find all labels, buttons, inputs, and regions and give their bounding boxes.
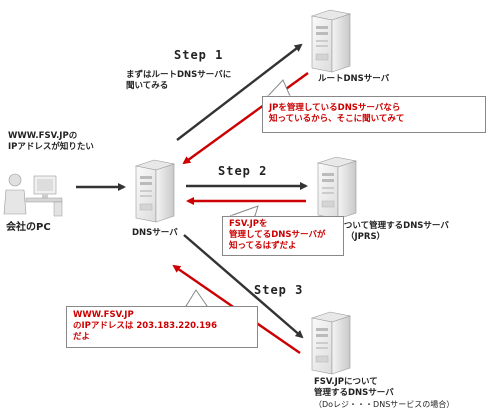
step2-reply-callout: FSV.JPを 管理してるDNSサーバが 知ってるはずだよ (222, 216, 344, 256)
fsv-dns-server-label: FSV.JPについて 管理するDNSサーバ （Doレジ・・・DNSサービスの場合… (314, 377, 455, 409)
pc-label: 会社のPC (6, 222, 51, 233)
step1-reply-callout: JPを管理しているDNSサーバなら 知っているから、そこに聞いてみて (262, 96, 486, 133)
dns-server-label: DNSサーバ (132, 228, 178, 238)
step1-request-arrow (176, 43, 303, 141)
step3-request-arrow (183, 234, 304, 339)
step3-label: Step 3 (254, 283, 304, 297)
step1-reply-arrow (182, 72, 309, 165)
pc-question-text: WWW.FSV.JPの IPアドレスが知りたい (8, 131, 94, 152)
dns-server-icon (135, 159, 175, 223)
step1-label: Step 1 (174, 48, 224, 62)
step1-request-text: まずはルートDNSサーバに 聞いてみる (126, 70, 232, 91)
jprs-dns-server-icon (317, 156, 357, 220)
fsv-dns-server-icon (311, 311, 351, 375)
root-dns-server-icon (311, 9, 351, 73)
jprs-dns-server-label: JPについて管理するDNSサーバ （JPRS） (326, 221, 449, 242)
root-dns-server-label: ルートDNSサーバ (318, 74, 390, 84)
step2-label: Step 2 (218, 164, 268, 178)
step3-reply-callout: WWW.FSV.JP のIPアドレスは 203.183.220.196 だよ (66, 306, 258, 348)
pc-icon (3, 173, 63, 217)
